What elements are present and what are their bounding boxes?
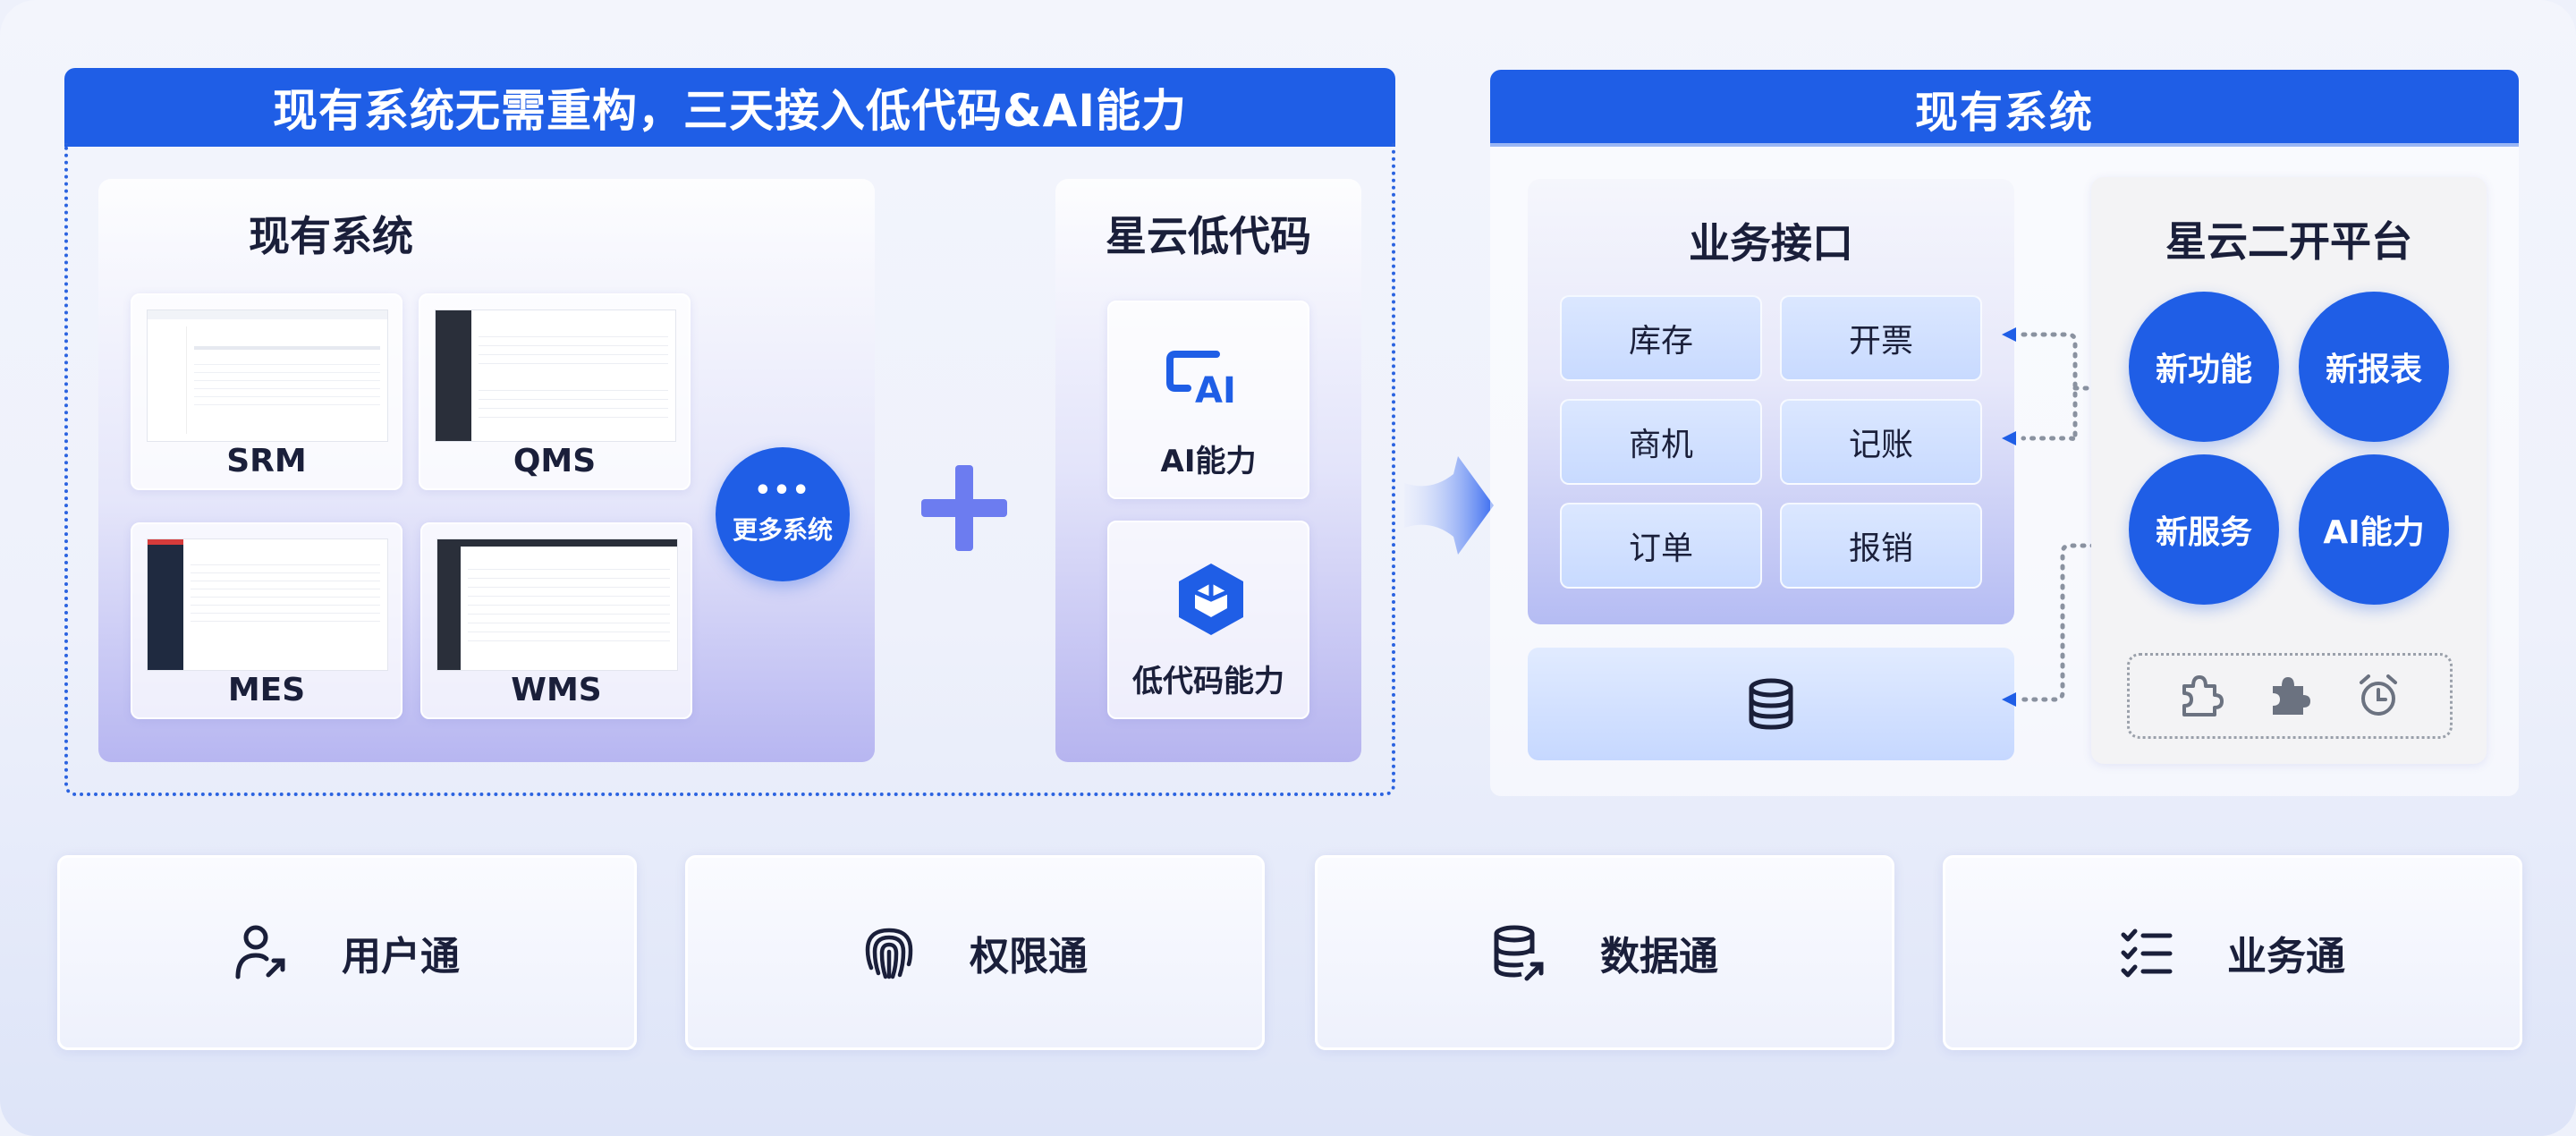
more-systems-button[interactable]: ••• 更多系统 [716,447,850,581]
biz-item-reimbursement[interactable]: 报销 [1780,503,1982,589]
platform-new-feature[interactable]: 新功能 [2129,292,2279,442]
fingerprint-icon [865,928,913,979]
database-box [1528,648,2014,760]
qms-screenshot [435,309,676,442]
data-sync-label: 数据通 [1600,934,1718,979]
srm-screenshot [147,309,388,442]
lowcode-box: 星云低代码 AI AI能力 低代码能力 [1055,179,1361,762]
lowcode-ai-card[interactable]: AI AI能力 [1107,301,1309,499]
mes-screenshot [147,538,388,671]
database-sync-icon [1494,925,1544,981]
user-sync-label: 用户通 [342,934,460,979]
right-panel-header: 现有系统 [1490,70,2519,147]
system-label-qms: QMS [513,443,597,479]
biz-item-bookkeeping[interactable]: 记账 [1780,399,1982,485]
lowcode-lc-label: 低代码能力 [1132,664,1284,699]
checklist-icon [2121,928,2173,978]
platform-new-report[interactable]: 新报表 [2299,292,2449,442]
system-label-wms: WMS [511,672,602,708]
business-sync-card[interactable]: 业务通 [1943,855,2522,1050]
data-sync-card[interactable]: 数据通 [1315,855,1894,1050]
system-card-wms[interactable]: WMS [420,522,692,719]
system-label-srm: SRM [226,443,307,479]
biz-interface-title: 业务接口 [1689,219,1853,267]
biz-item-order[interactable]: 订单 [1560,503,1762,589]
system-card-qms[interactable]: QMS [419,293,691,490]
business-sync-label: 业务通 [2227,934,2345,979]
platform-new-service[interactable]: 新服务 [2129,454,2279,605]
biz-item-inventory[interactable]: 库存 [1560,295,1762,381]
plugin-icons-box [2127,653,2453,739]
connector-lines [2002,327,2104,707]
platform-box: 星云二开平台 新功能 新报表 新服务 AI能力 [2091,177,2487,764]
left-panel-frame [64,143,1395,796]
system-card-mes[interactable]: MES [131,522,402,719]
biz-item-opportunity[interactable]: 商机 [1560,399,1762,485]
left-panel-header: 现有系统无需重构，三天接入低代码&AI能力 [64,68,1395,147]
plus-icon [921,465,1007,551]
puzzle-outline-icon[interactable] [2177,672,2225,720]
lowcode-title: 星云低代码 [1106,212,1311,260]
existing-systems-title: 现有系统 [249,212,413,260]
platform-ai[interactable]: AI能力 [2299,454,2449,605]
permission-sync-label: 权限通 [970,934,1088,979]
puzzle-filled-icon[interactable] [2266,672,2314,720]
existing-systems-box: 现有系统 SRM QMS MES [98,179,875,762]
user-sync-card[interactable]: 用户通 [57,855,637,1050]
more-dots-icon: ••• [754,475,811,506]
more-systems-label: 更多系统 [732,515,833,545]
svg-text:AI: AI [1195,370,1236,406]
permission-sync-card[interactable]: 权限通 [685,855,1265,1050]
biz-item-invoice[interactable]: 开票 [1780,295,1982,381]
user-icon [235,925,285,979]
system-card-srm[interactable]: SRM [131,293,402,490]
wms-screenshot [436,538,678,671]
ai-chat-icon: AI [1166,351,1236,406]
lowcode-lc-card[interactable]: 低代码能力 [1107,521,1309,719]
lowcode-ai-label: AI能力 [1160,444,1257,479]
alarm-clock-icon[interactable] [2354,672,2402,720]
biz-interface-box: 业务接口 库存 开票 商机 记账 订单 报销 [1528,179,2014,624]
flow-arrow-icon [1404,456,1494,555]
system-label-mes: MES [227,672,306,708]
platform-title: 星云二开平台 [2165,217,2412,266]
database-icon [1749,678,1793,730]
cube-icon [1179,564,1243,635]
